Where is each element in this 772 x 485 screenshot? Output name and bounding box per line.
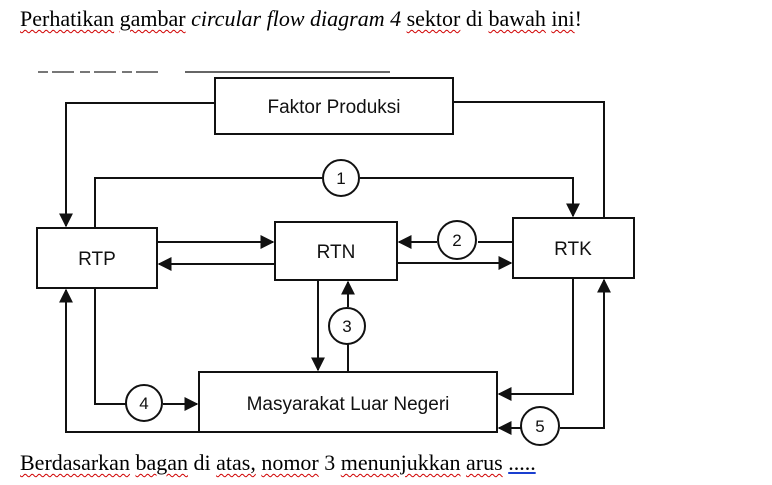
prompt-word: atas, <box>216 450 256 475</box>
flow-1-rtp-to-rtk <box>94 177 322 228</box>
question-word: ini <box>551 6 575 31</box>
flow-4-rtp-to-mln <box>94 288 126 405</box>
marker-5-label: 5 <box>535 417 544 436</box>
question-word: di <box>465 6 483 31</box>
flow-rtk-to-mln <box>497 278 574 401</box>
flow-5-mln-to-rtk <box>560 278 611 429</box>
marker-1: 1 <box>322 159 360 197</box>
prompt-word: Berdasarkan <box>20 450 130 475</box>
question-word: Perhatikan <box>20 6 115 31</box>
answer-blank: ..... <box>508 450 536 475</box>
question-text: Perhatikan gambar circular flow diagram … <box>20 6 582 32</box>
prompt-word: arus <box>466 450 503 475</box>
box-rtp: RTP <box>36 227 158 289</box>
question-term: circular flow diagram 4 <box>191 6 402 31</box>
question-word: gambar <box>119 6 186 31</box>
flow-faktor-to-rtp <box>59 102 215 228</box>
prompt-text: Berdasarkan bagan di atas, nomor 3 menun… <box>20 450 536 476</box>
flow-rtk-to-faktor <box>453 101 605 218</box>
prompt-word: menunjukkan <box>340 450 461 475</box>
prompt-word: bagan <box>135 450 188 475</box>
circular-flow-diagram: Faktor Produksi RTP RTN RTK Masyarakat L… <box>36 71 635 446</box>
box-masyarakat-luar-negeri: Masyarakat Luar Negeri <box>198 371 498 433</box>
box-masyarakat-luar-negeri-label: Masyarakat Luar Negeri <box>247 394 450 415</box>
box-rtp-label: RTP <box>78 249 116 270</box>
marker-4: 4 <box>125 384 163 422</box>
prompt-word: 3 <box>324 450 336 475</box>
box-rtn: RTN <box>274 221 398 281</box>
box-rtk: RTK <box>512 217 635 279</box>
marker-5: 5 <box>520 406 560 446</box>
marker-3-label: 3 <box>342 317 351 336</box>
question-word: sektor <box>406 6 461 31</box>
prompt-word: di <box>193 450 211 475</box>
box-faktor-produksi: Faktor Produksi <box>214 77 454 135</box>
box-rtn-label: RTN <box>317 242 356 263</box>
question-word: bawah <box>488 6 546 31</box>
marker-1-label: 1 <box>336 169 345 188</box>
flow-mln-to-rtp <box>59 288 199 433</box>
box-faktor-produksi-label: Faktor Produksi <box>267 97 400 118</box>
marker-4-label: 4 <box>139 394 148 413</box>
marker-2: 2 <box>437 220 477 260</box>
marker-2-label: 2 <box>452 231 461 250</box>
question-mark: ! <box>574 6 582 31</box>
box-rtk-label: RTK <box>554 239 592 260</box>
flow-1-continued <box>360 177 580 218</box>
marker-3: 3 <box>328 307 366 345</box>
prompt-word: nomor <box>261 450 319 475</box>
